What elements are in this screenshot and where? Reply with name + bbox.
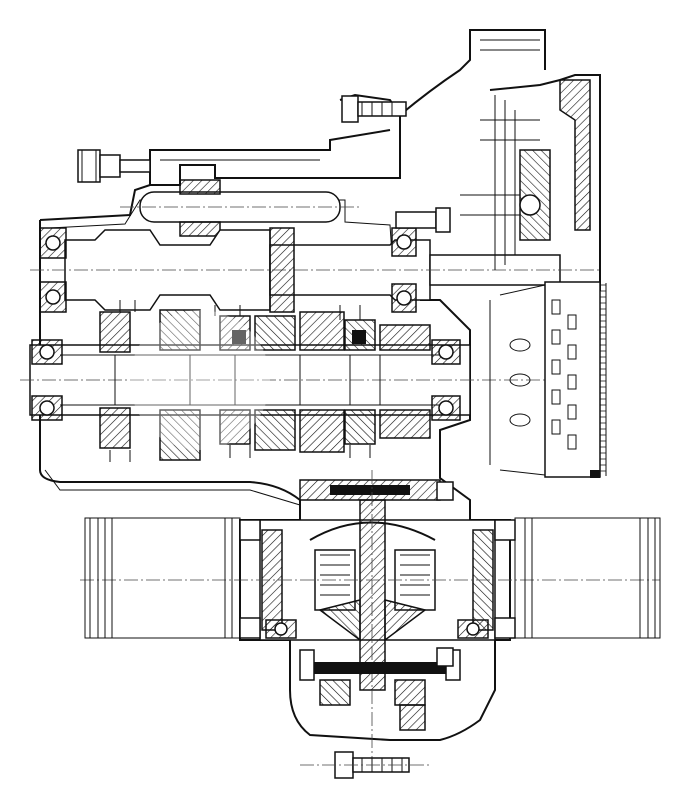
bottom-bolt bbox=[300, 751, 430, 779]
drive-flanges bbox=[84, 517, 661, 639]
flywheel-ring-gear bbox=[489, 281, 607, 478]
mainshaft bbox=[20, 339, 560, 421]
selector-rail bbox=[120, 179, 360, 237]
breather-valve bbox=[77, 149, 151, 183]
clutch-assembly bbox=[395, 74, 601, 291]
top-bolt bbox=[341, 95, 407, 123]
gear-sets bbox=[99, 300, 431, 462]
diff-cover-bolt bbox=[436, 481, 454, 667]
ring-gear-teeth bbox=[600, 283, 607, 476]
differential bbox=[80, 470, 660, 760]
watermark-disc bbox=[130, 310, 270, 450]
